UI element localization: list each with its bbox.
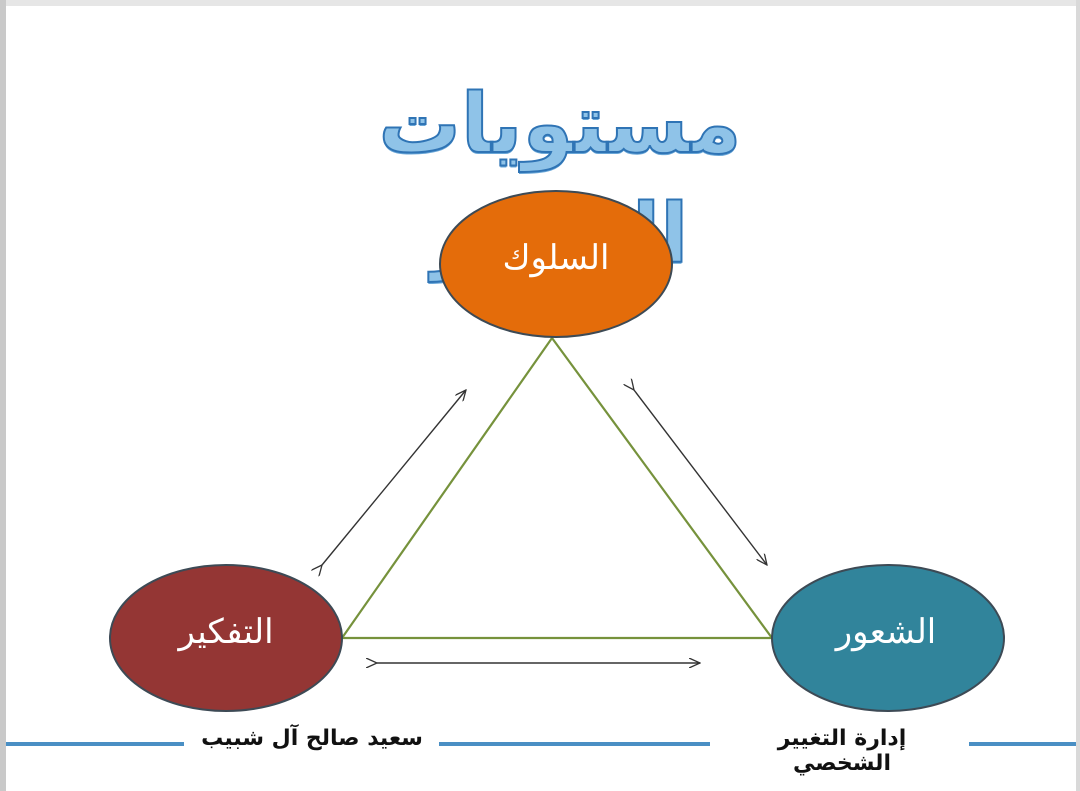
arrow-thinking-behavior [322,390,466,565]
node-thinking-label: التفكير [178,612,274,652]
frame-left [0,0,6,791]
node-thinking [109,564,343,712]
node-feeling-label: الشعور [835,612,937,652]
triangle [339,336,775,640]
footer-divider [6,742,184,746]
footer-divider [950,742,1076,746]
frame-right [1076,0,1080,791]
footer-divider [425,742,710,746]
footer-series-title: إدارة التغيير الشخصي [715,726,969,776]
frame-top [0,0,1080,6]
node-behavior [439,190,673,338]
node-behavior-label: السلوك [502,238,610,278]
footer-author: سعيد صالح آل شبيب [185,726,439,751]
arrow-behavior-feeling [634,390,767,565]
node-feeling [771,564,1005,712]
